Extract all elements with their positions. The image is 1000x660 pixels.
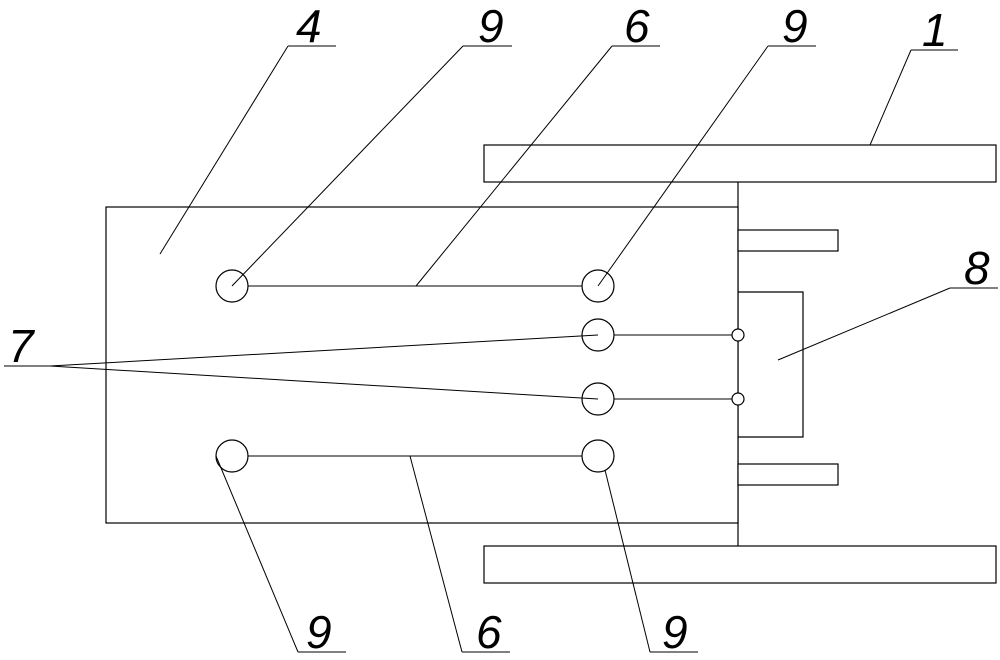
label-9-bottom-right: 9 [662, 606, 688, 658]
leader-1 [870, 50, 911, 145]
label-8: 8 [964, 242, 990, 294]
small-joint-upper [732, 329, 744, 341]
label-9-bottom-left: 9 [306, 606, 332, 658]
label-7: 7 [8, 320, 35, 372]
label-9-top-right: 9 [782, 0, 808, 52]
label-9-top-left: 9 [478, 0, 504, 52]
lower-tab [738, 464, 838, 485]
label-4: 4 [296, 0, 322, 52]
top-rail [484, 145, 996, 182]
label-1: 1 [922, 4, 948, 56]
main-body [106, 207, 738, 523]
label-6-bottom: 6 [476, 606, 502, 658]
leader-8 [778, 288, 950, 360]
small-joint-lower [732, 393, 744, 405]
label-6-top: 6 [624, 0, 650, 52]
block-8 [738, 292, 803, 437]
pulley-bottom-right [582, 440, 614, 472]
upper-tab [738, 230, 838, 251]
bottom-rail [484, 546, 996, 583]
